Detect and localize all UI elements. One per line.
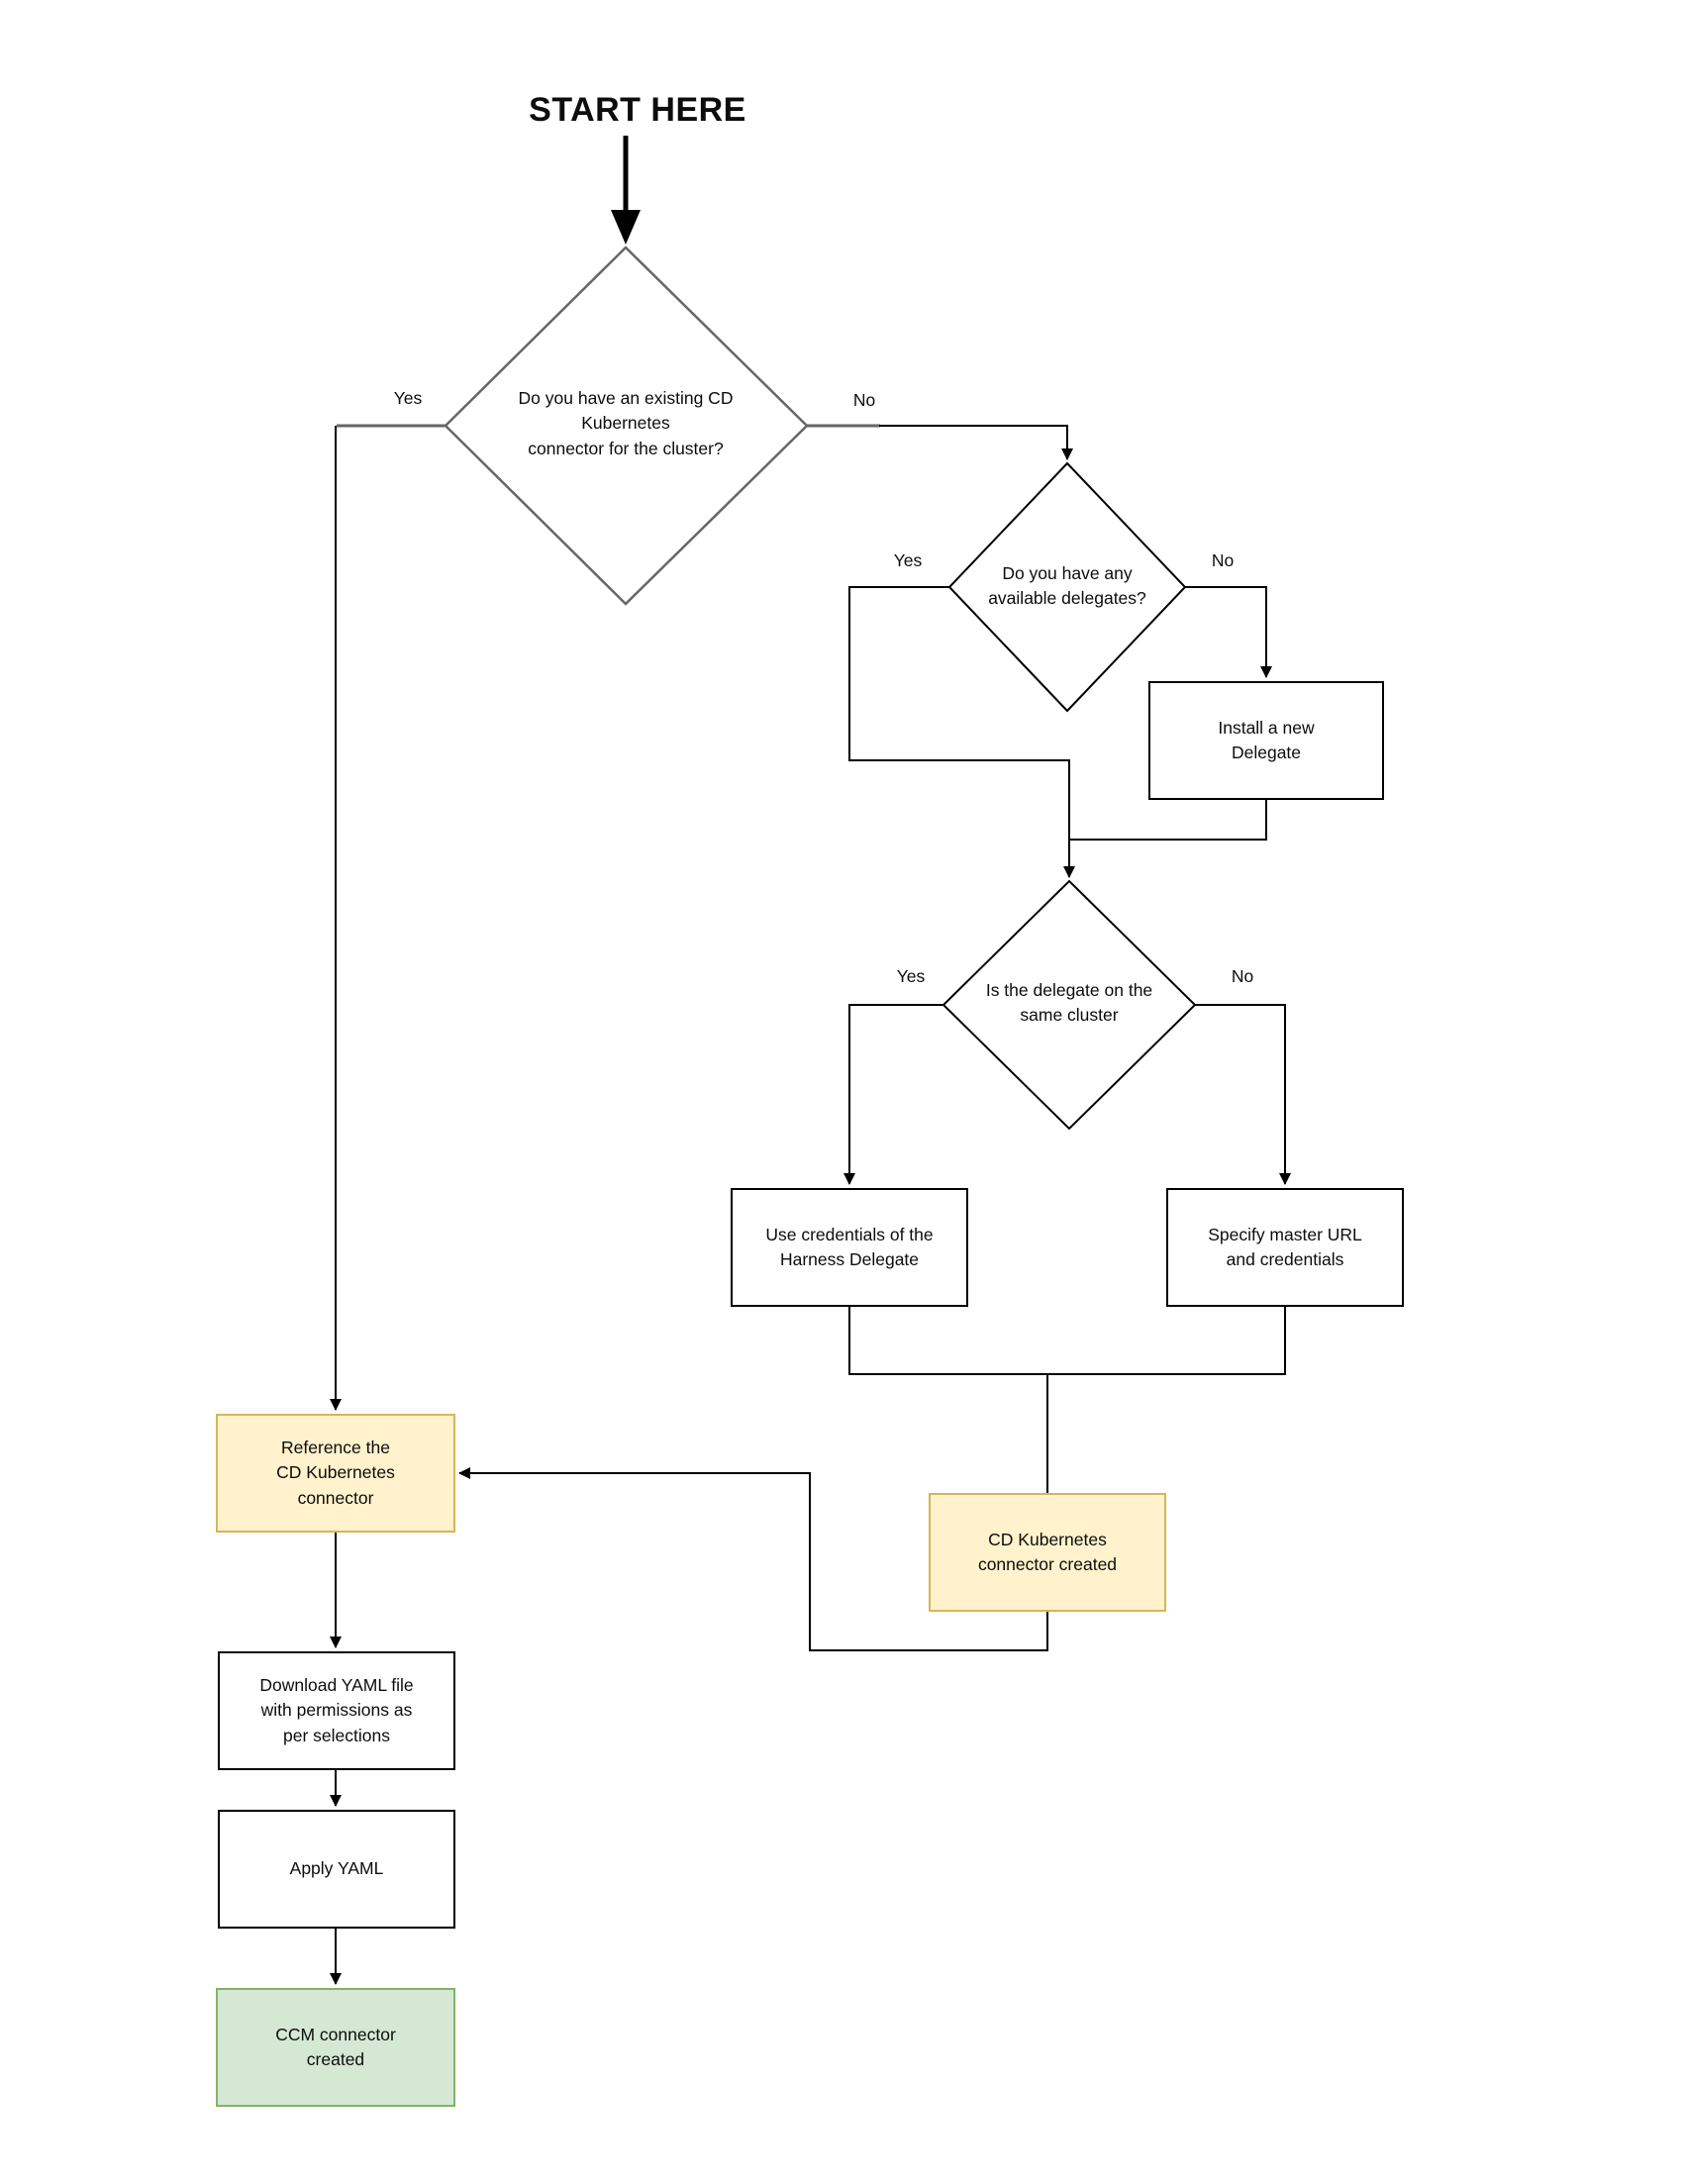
node-specify-master-url: Specify master URL and credentials (1166, 1188, 1404, 1307)
node-ccm-connector-created: CCM connector created (216, 1988, 455, 2107)
edge-credentials-merge (848, 1307, 1286, 1375)
edge-delegates-no (1185, 586, 1272, 678)
node-apply-yaml: Apply YAML (218, 1810, 455, 1929)
edge-cd-to-reference (458, 1467, 1048, 1651)
edge-label-existing-yes: Yes (393, 387, 423, 408)
edge-label-existing-no: No (852, 389, 876, 410)
decision-same-cluster-shape (942, 879, 1197, 1131)
node-install-new-delegate: Install a new Delegate (1148, 681, 1384, 800)
edge-label-same-cluster-yes: Yes (896, 965, 926, 986)
node-reference-cd-connector: Reference the CD Kubernetes connector (216, 1414, 455, 1533)
edge-same-cluster-yes (843, 1004, 943, 1185)
node-cd-connector-created: CD Kubernetes connector created (929, 1493, 1166, 1612)
decision-same-cluster-text: Is the delegate on the same cluster (985, 979, 1153, 1025)
edge-same-cluster-no (1195, 1004, 1291, 1185)
node-use-delegate-credentials: Use credentials of the Harness Delegate (731, 1188, 968, 1307)
decision-available-delegates-shape (947, 461, 1187, 713)
edge-existing-no (879, 425, 1073, 460)
decision-existing-connector-shape (444, 246, 809, 606)
decision-existing-connector-text: Do you have an existing CD Kubernetes co… (518, 387, 734, 458)
start-arrow-head (611, 210, 641, 245)
decision-available-delegates-text: Do you have any available delegates? (988, 562, 1146, 608)
edge-label-same-cluster-no: No (1231, 965, 1254, 986)
node-download-yaml: Download YAML file with permissions as p… (218, 1651, 455, 1770)
start-here-label: START HERE (529, 90, 746, 129)
edge-label-delegates-no: No (1211, 549, 1235, 570)
edge-install-merge (1069, 800, 1267, 841)
edge-label-delegates-yes: Yes (893, 549, 923, 570)
edge-delegates-yes (848, 586, 1075, 878)
